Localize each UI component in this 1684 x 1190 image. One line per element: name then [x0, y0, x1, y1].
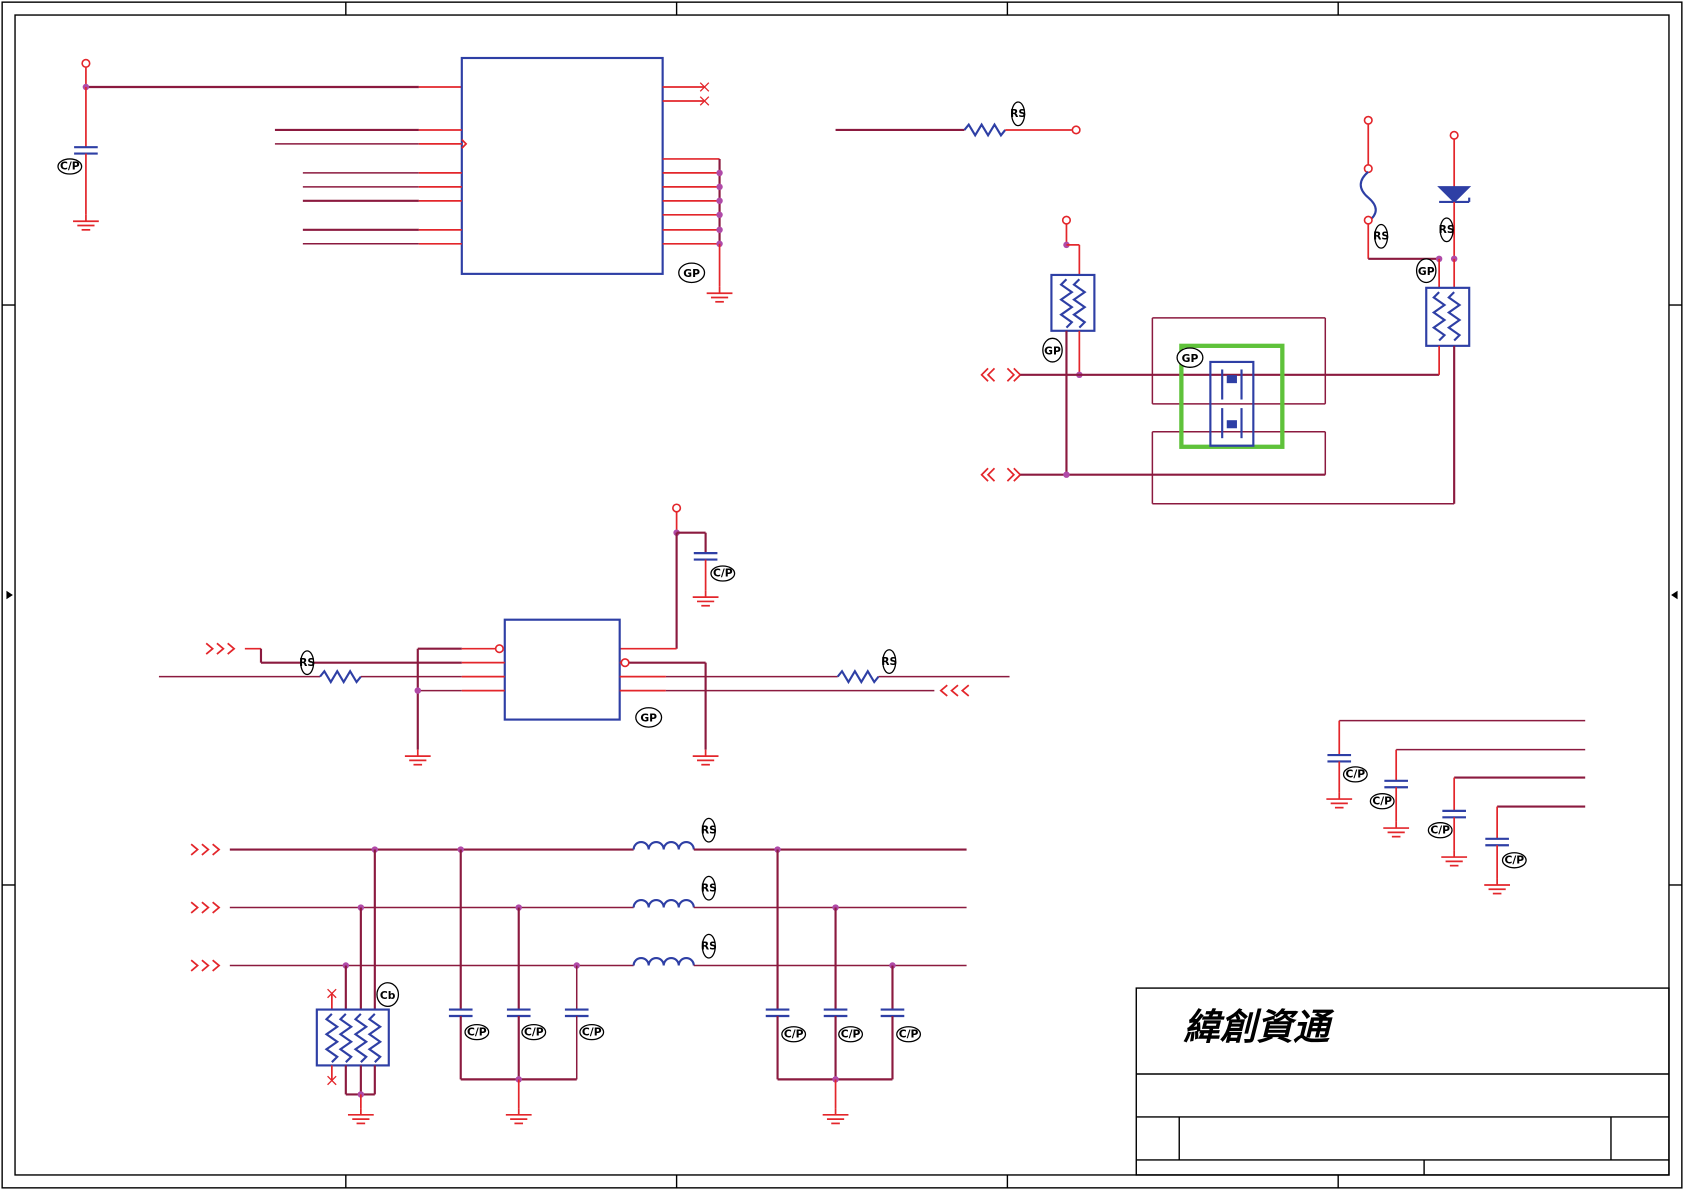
svg-text:RS: RS	[1373, 230, 1389, 243]
marker-cp-c7: C/P	[464, 1023, 490, 1041]
svg-text:C/P: C/P	[1372, 794, 1392, 807]
marker-l2: RS	[701, 875, 717, 901]
marker-cp-c2: C/P	[710, 565, 736, 582]
no-connect-mark	[699, 82, 710, 92]
svg-text:GP: GP	[640, 712, 657, 725]
fuse	[1359, 171, 1377, 223]
marker-r-mid-left: RS	[299, 650, 315, 676]
svg-text:RS: RS	[701, 881, 717, 894]
marker-cp-c9: C/P	[579, 1023, 605, 1041]
svg-text:C/P: C/P	[467, 1025, 487, 1038]
svg-text:C/P: C/P	[524, 1025, 544, 1038]
company-name: 緯創資通	[1184, 1006, 1335, 1049]
marker-cp-c6: C/P	[1501, 852, 1527, 869]
marker-diode: RS	[1439, 217, 1455, 243]
svg-text:C/P: C/P	[713, 567, 733, 580]
marker-cp-c1: C/P	[57, 158, 83, 175]
resistor-network-right	[1425, 286, 1471, 347]
marker-gp-q1: GP	[1176, 347, 1204, 368]
svg-text:C/P: C/P	[1346, 768, 1366, 781]
ic-u1-body	[460, 56, 664, 275]
svg-text:C/P: C/P	[841, 1027, 861, 1040]
protection-circuit: GP GP RS RS	[980, 115, 1472, 505]
marker-cp-c3: C/P	[1342, 766, 1368, 783]
marker-gp-u1: GP	[678, 262, 706, 284]
marker-cp-c5: C/P	[1427, 822, 1453, 839]
svg-text:RS: RS	[1439, 223, 1455, 236]
filter-network: RS RS RS	[190, 817, 967, 1125]
marker-rs-top: RS	[1010, 101, 1026, 127]
svg-text:C/P: C/P	[1504, 854, 1524, 867]
marker-cp-c8: C/P	[521, 1023, 547, 1041]
svg-text:GP: GP	[1182, 352, 1199, 365]
svg-text:C/P: C/P	[582, 1025, 602, 1038]
svg-text:RS: RS	[1010, 107, 1026, 120]
svg-text:C/P: C/P	[784, 1027, 804, 1040]
svg-text:C/P: C/P	[1430, 823, 1450, 836]
svg-text:C/P: C/P	[60, 160, 80, 173]
svg-text:RS: RS	[299, 656, 315, 669]
marker-l3: RS	[701, 933, 717, 959]
dual-mosfet	[1209, 360, 1255, 447]
marker-r-mid-right: RS	[881, 649, 897, 675]
resistor-network-cb	[315, 1008, 390, 1067]
marker-gp-rn1: GP	[1042, 337, 1063, 363]
diode	[1437, 186, 1472, 204]
resistor-network-left	[1050, 273, 1096, 332]
ic-u1-block: GP C/P	[57, 56, 734, 303]
svg-text:RS: RS	[701, 823, 717, 836]
ic-u2-body	[503, 618, 621, 721]
marker-gp-u2: GP	[635, 707, 663, 728]
decoupling-caps-right: C/P C/P C/P C/P	[1325, 719, 1586, 895]
ic-u2-block: C/P RS	[158, 503, 1010, 766]
svg-text:Cb: Cb	[380, 989, 396, 1002]
marker-cp-c12: C/P	[896, 1026, 922, 1043]
marker-gp-rn2: GP	[1415, 258, 1437, 284]
svg-text:RS: RS	[881, 655, 897, 668]
resistor-r-top: RS	[835, 101, 1081, 137]
svg-text:RS: RS	[701, 939, 717, 952]
marker-cp-c4: C/P	[1369, 793, 1395, 810]
title-block: 緯創資通	[1135, 987, 1670, 1176]
marker-cp-c10: C/P	[781, 1026, 807, 1043]
svg-text:GP: GP	[1418, 265, 1435, 278]
svg-text:GP: GP	[1044, 344, 1061, 357]
marker-cb: Cb	[376, 982, 400, 1007]
marker-cp-c11: C/P	[838, 1026, 864, 1043]
svg-text:C/P: C/P	[899, 1027, 919, 1040]
marker-l1: RS	[701, 817, 717, 843]
svg-text:GP: GP	[683, 267, 700, 280]
marker-fuse: RS	[1373, 223, 1389, 249]
